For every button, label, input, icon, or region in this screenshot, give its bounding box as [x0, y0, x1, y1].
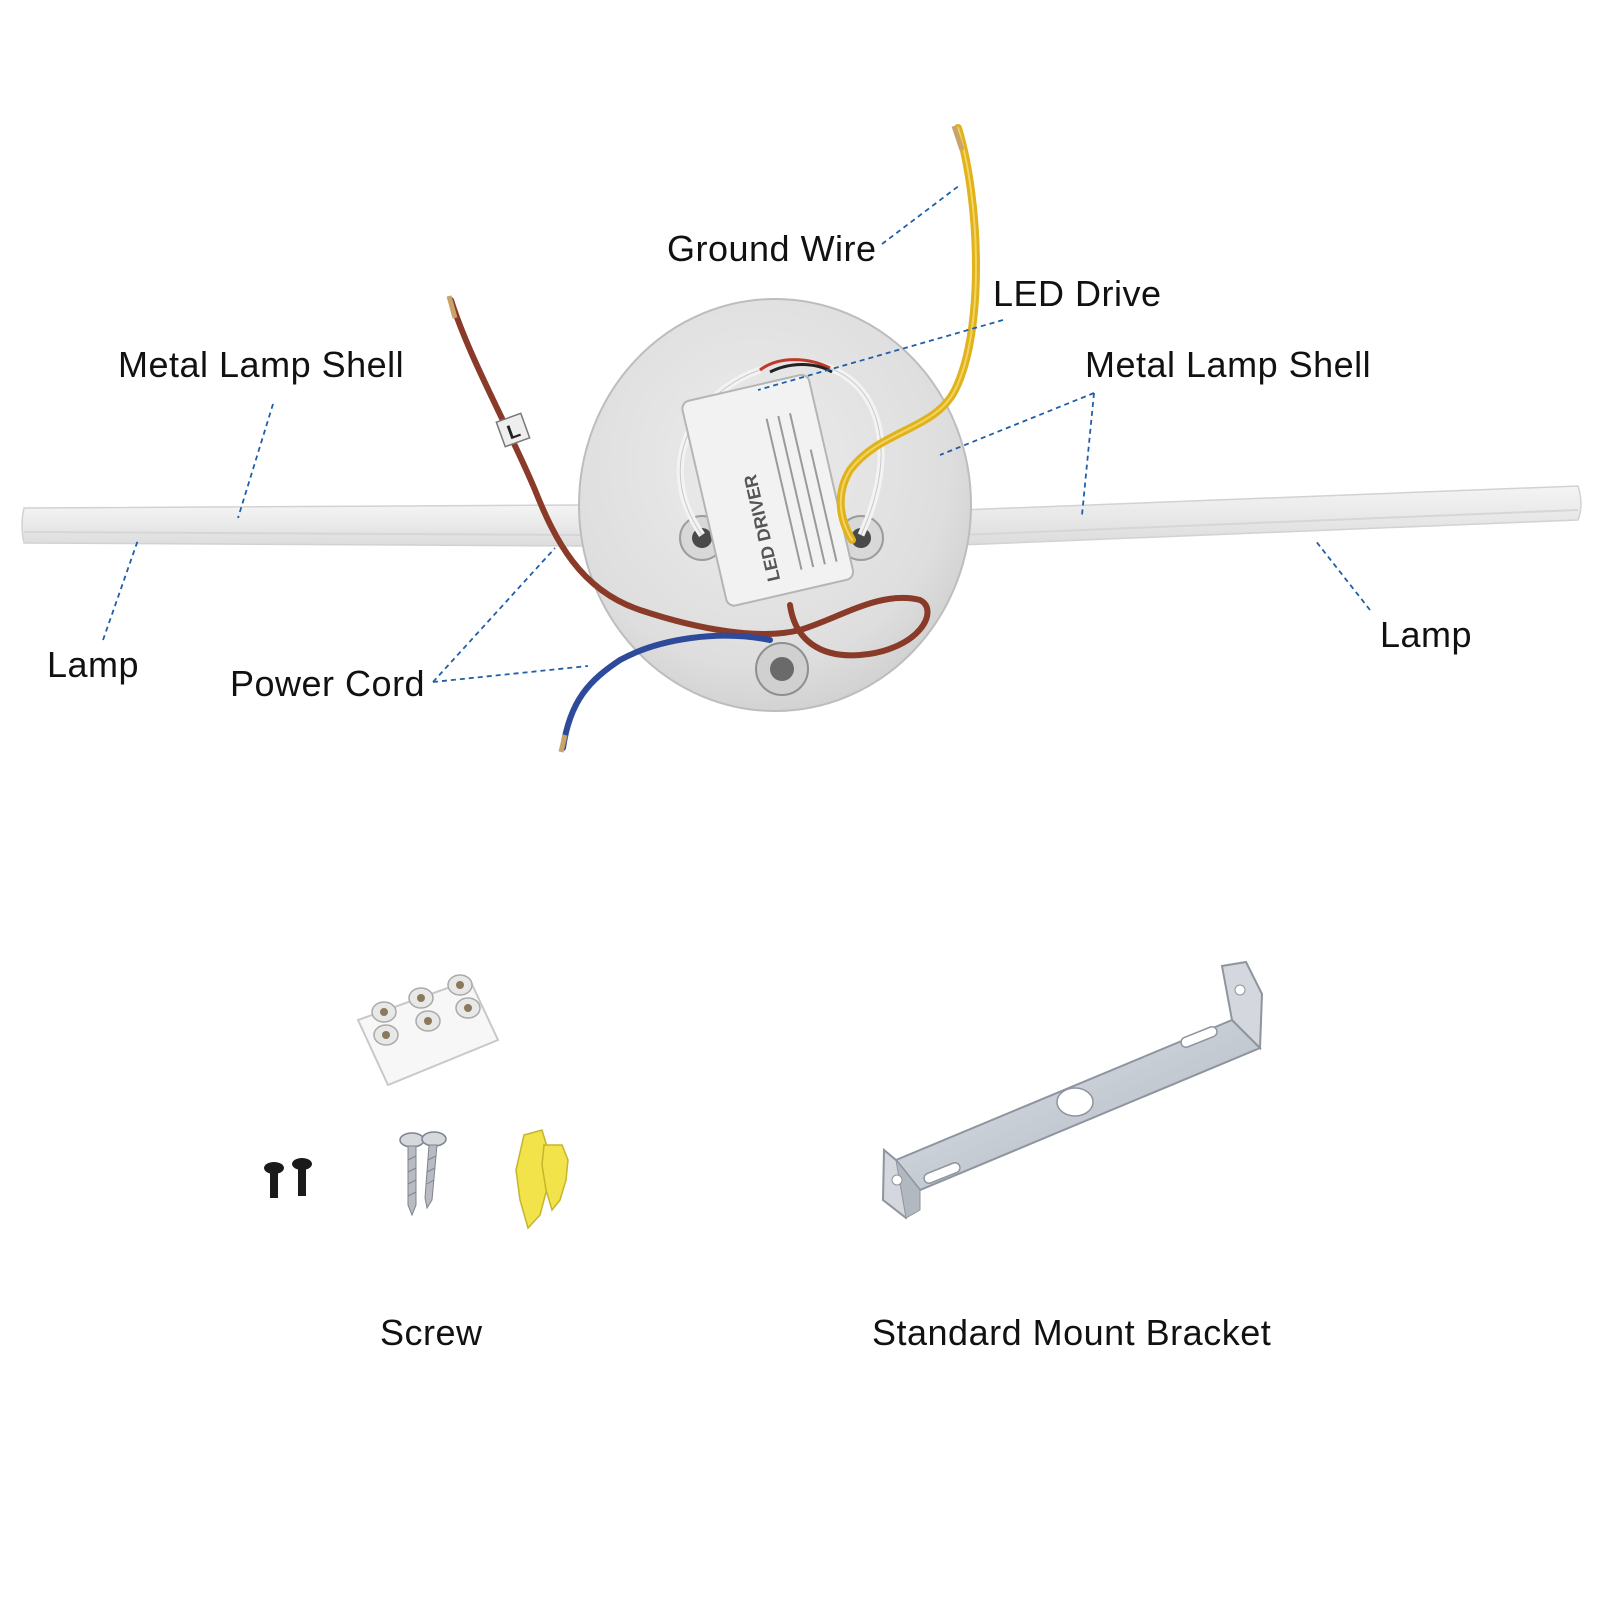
- led-driver-box: LED DRIVER: [681, 373, 855, 607]
- grommet-right: [838, 515, 884, 561]
- leader-lamp-right: [1314, 539, 1371, 611]
- leader-led-drive: [757, 319, 1004, 391]
- terminal-block: [356, 974, 500, 1087]
- label-lamp-right: Lamp: [1380, 614, 1473, 655]
- lamp-right: [959, 485, 1582, 546]
- grommet-bottom: [755, 642, 809, 696]
- leader-power-cord-2: [432, 665, 589, 683]
- leader-ground-wire: [881, 184, 961, 245]
- label-ground-wire: Ground Wire: [667, 228, 877, 269]
- wire-tag-l: L: [495, 412, 531, 448]
- silver-wood-screws: [399, 1131, 447, 1217]
- ground-wire: [836, 124, 980, 544]
- leader-lines: [102, 184, 1371, 683]
- label-led-drive: LED Drive: [993, 273, 1162, 314]
- leader-metal-shell-left: [237, 403, 274, 519]
- leader-lamp-left: [102, 539, 139, 641]
- label-metal-lamp-shell-left: Metal Lamp Shell: [118, 344, 405, 385]
- mount-bracket: [881, 960, 1264, 1220]
- label-standard-mount-bracket: Standard Mount Bracket: [872, 1312, 1272, 1353]
- live-wire: [446, 295, 931, 659]
- label-screw: Screw: [380, 1312, 483, 1353]
- leader-power-cord-1: [432, 547, 556, 683]
- leader-metal-shell-right-2: [1081, 392, 1095, 516]
- neutral-wire: [558, 632, 773, 753]
- black-machine-screws: [264, 1158, 312, 1198]
- plastic-wall-anchors: [515, 1129, 569, 1230]
- lamp-left: [21, 504, 586, 547]
- label-power-cord: Power Cord: [230, 663, 426, 704]
- label-lamp-left: Lamp: [47, 644, 140, 685]
- label-metal-lamp-shell-right: Metal Lamp Shell: [1085, 344, 1372, 385]
- leader-metal-shell-right: [939, 392, 1095, 456]
